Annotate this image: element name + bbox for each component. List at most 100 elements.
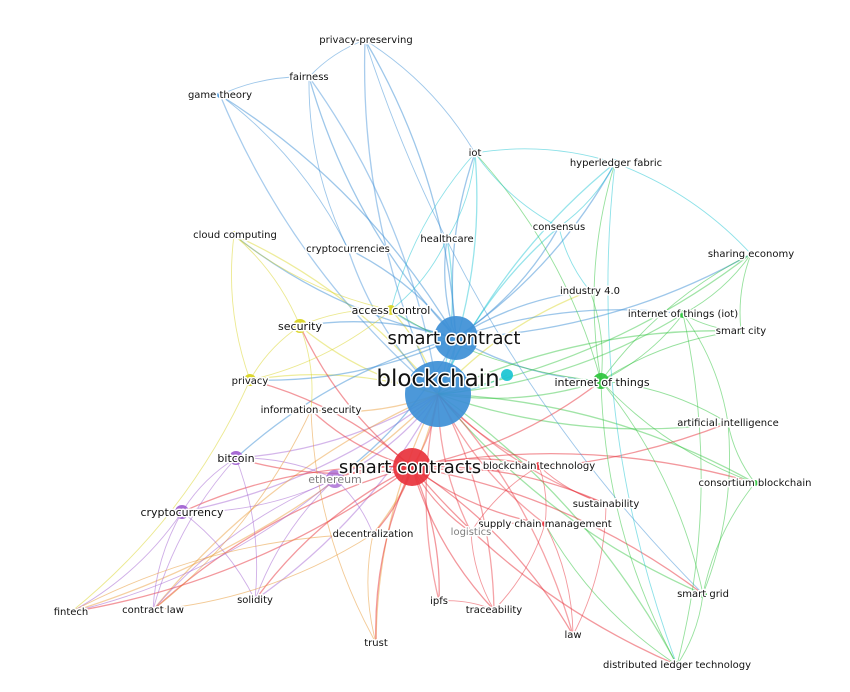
edge-blockchain-trust bbox=[375, 393, 439, 644]
edge-smart-contracts-fintech bbox=[70, 466, 413, 613]
node-information-security[interactable] bbox=[308, 407, 314, 413]
node-bitcoin[interactable] bbox=[229, 451, 243, 465]
node-cloud-computing[interactable] bbox=[230, 231, 238, 239]
node-traceability[interactable] bbox=[491, 607, 497, 613]
node-hyperledger-fabric[interactable] bbox=[611, 159, 619, 167]
edge-internet-of-things-consortium-blockchain bbox=[600, 380, 756, 484]
edge-blockchain-distributed-ledger-technology bbox=[437, 393, 678, 666]
edge-blockchain-artificial-intelligence bbox=[437, 393, 729, 430]
node-decentralization[interactable] bbox=[370, 531, 376, 537]
label-internet-of-things: internet of things bbox=[554, 376, 649, 389]
node-contract-law[interactable] bbox=[150, 607, 156, 613]
edge-consensus-industry-4-0 bbox=[558, 226, 591, 292]
node-logistics[interactable] bbox=[468, 529, 474, 535]
edge-smart-contract-internet-of-things-iot bbox=[455, 309, 684, 339]
edge-bitcoin-contract-law bbox=[152, 457, 237, 611]
edge-smart-contract-bitcoin bbox=[235, 337, 457, 459]
node-artificial-intelligence[interactable] bbox=[725, 420, 731, 426]
node-blockchain[interactable] bbox=[405, 361, 471, 427]
label-access-control: access control bbox=[352, 304, 431, 317]
node-ipfs[interactable] bbox=[436, 598, 442, 604]
node-law[interactable] bbox=[570, 632, 576, 638]
edge-security-privacy bbox=[249, 325, 301, 381]
edge-hyperledger-fabric-distributed-ledger-technology bbox=[607, 162, 678, 666]
node-ethereum[interactable] bbox=[326, 470, 344, 488]
node-iot[interactable] bbox=[471, 149, 479, 157]
edge-iot-healthcare bbox=[446, 152, 476, 240]
edge-smart-contracts-consortium-blockchain bbox=[411, 453, 756, 484]
node-privacy-preserving[interactable] bbox=[362, 37, 368, 43]
edge-ethereum-fintech bbox=[70, 478, 336, 613]
node-distributed-ledger-technology[interactable] bbox=[673, 661, 681, 669]
edge-smart-contracts-security bbox=[299, 325, 413, 468]
node-smart-city[interactable] bbox=[738, 328, 744, 334]
edge-blockchain-technology-logistics bbox=[470, 465, 540, 533]
edge-internet-of-things-hyperledger-fabric bbox=[593, 162, 616, 382]
edge-smart-contract-hyperledger-fabric bbox=[455, 162, 616, 339]
edge-cryptocurrencies-fairness bbox=[308, 76, 349, 250]
edge-privacy-access-control bbox=[249, 309, 392, 381]
node-access-control[interactable] bbox=[386, 305, 396, 315]
node-cryptocurrencies[interactable] bbox=[345, 246, 351, 252]
edge-fairness-game-theory bbox=[219, 76, 310, 96]
label-smart-grid: smart grid bbox=[677, 589, 729, 600]
edge-internet-of-things-industry-4-0 bbox=[589, 290, 603, 382]
edge-blockchain-law bbox=[437, 393, 574, 636]
label-cryptocurrency: cryptocurrency bbox=[140, 506, 224, 519]
node-privacy[interactable] bbox=[244, 374, 256, 386]
edge-logistics-traceability bbox=[470, 531, 495, 611]
node-consensus[interactable] bbox=[556, 224, 562, 230]
edge-bitcoin-cryptocurrency bbox=[181, 457, 237, 513]
label-solidity: solidity bbox=[237, 595, 273, 606]
node-fintech[interactable] bbox=[68, 609, 74, 615]
edge-iot-hyperledger-fabric bbox=[474, 148, 616, 164]
nodes-layer bbox=[68, 37, 758, 669]
node-sharing-economy[interactable] bbox=[748, 251, 754, 257]
node-solidity[interactable] bbox=[252, 597, 258, 603]
node-internet-of-things-iot[interactable] bbox=[679, 310, 687, 318]
node-consortium-blockchain[interactable] bbox=[752, 480, 758, 486]
edge-smart-contracts-distributed-ledger-technology bbox=[411, 466, 678, 666]
node-fairness[interactable] bbox=[306, 74, 312, 80]
label-blockchain: blockchain bbox=[376, 366, 499, 392]
node-supply-chain-management[interactable] bbox=[542, 521, 548, 527]
label-ipfs: ipfs bbox=[430, 596, 448, 607]
edge-internet-of-things-sharing-economy bbox=[600, 253, 752, 382]
node-smart-contract[interactable] bbox=[434, 316, 478, 360]
node-trust[interactable] bbox=[373, 640, 379, 646]
edge-security-information-security bbox=[299, 325, 313, 411]
edge-fairness-privacy-preserving bbox=[308, 39, 366, 78]
edge-sharing-economy-smart-city bbox=[739, 253, 752, 332]
node-industry-4-0[interactable] bbox=[587, 288, 593, 294]
label-cryptocurrencies: cryptocurrencies bbox=[306, 244, 390, 255]
label-smart-contract: smart contract bbox=[388, 328, 521, 349]
label-blockchain-technology: blockchain technology bbox=[483, 461, 595, 472]
edge-internet-of-things-distributed-ledger-technology bbox=[600, 380, 678, 666]
label-artificial-intelligence: artificial intelligence bbox=[677, 418, 779, 429]
label-decentralization: decentralization bbox=[333, 529, 414, 540]
edge-blockchain-cryptocurrency bbox=[181, 393, 439, 513]
edge-blockchain-internet-of-things-iot bbox=[437, 313, 684, 395]
node-smart-contracts[interactable] bbox=[393, 448, 431, 486]
label-consensus: consensus bbox=[533, 222, 585, 233]
node-game-theory[interactable] bbox=[217, 92, 223, 98]
edge-law-supply-chain-management bbox=[544, 523, 574, 636]
node-sustainability[interactable] bbox=[603, 501, 609, 507]
node-security[interactable] bbox=[293, 319, 307, 333]
edge-smart-contracts-traceability bbox=[411, 466, 495, 611]
edge-hyperledger-fabric-consensus bbox=[558, 162, 616, 228]
edge-blockchain-smart-city bbox=[437, 330, 742, 395]
edge-hyperledger-fabric-sharing-economy bbox=[614, 162, 752, 255]
node-smart-grid[interactable] bbox=[699, 590, 707, 598]
edge-internet-of-things-iot bbox=[474, 152, 602, 382]
edge-blockchain-technology-supply-chain-management bbox=[538, 465, 547, 525]
edge-privacy-preserving-iot bbox=[364, 39, 476, 154]
label-bitcoin: bitcoin bbox=[217, 452, 254, 465]
node-internet-of-things[interactable] bbox=[593, 373, 609, 389]
node-blockchain-technology[interactable] bbox=[535, 462, 543, 470]
edge-internet-of-things-artificial-intelligence bbox=[600, 380, 729, 424]
edge-cryptocurrency-contract-law bbox=[152, 511, 183, 611]
node-healthcare[interactable] bbox=[444, 236, 450, 242]
node-cryptocurrency[interactable] bbox=[175, 505, 189, 519]
node-cyan-hub[interactable] bbox=[501, 369, 513, 381]
